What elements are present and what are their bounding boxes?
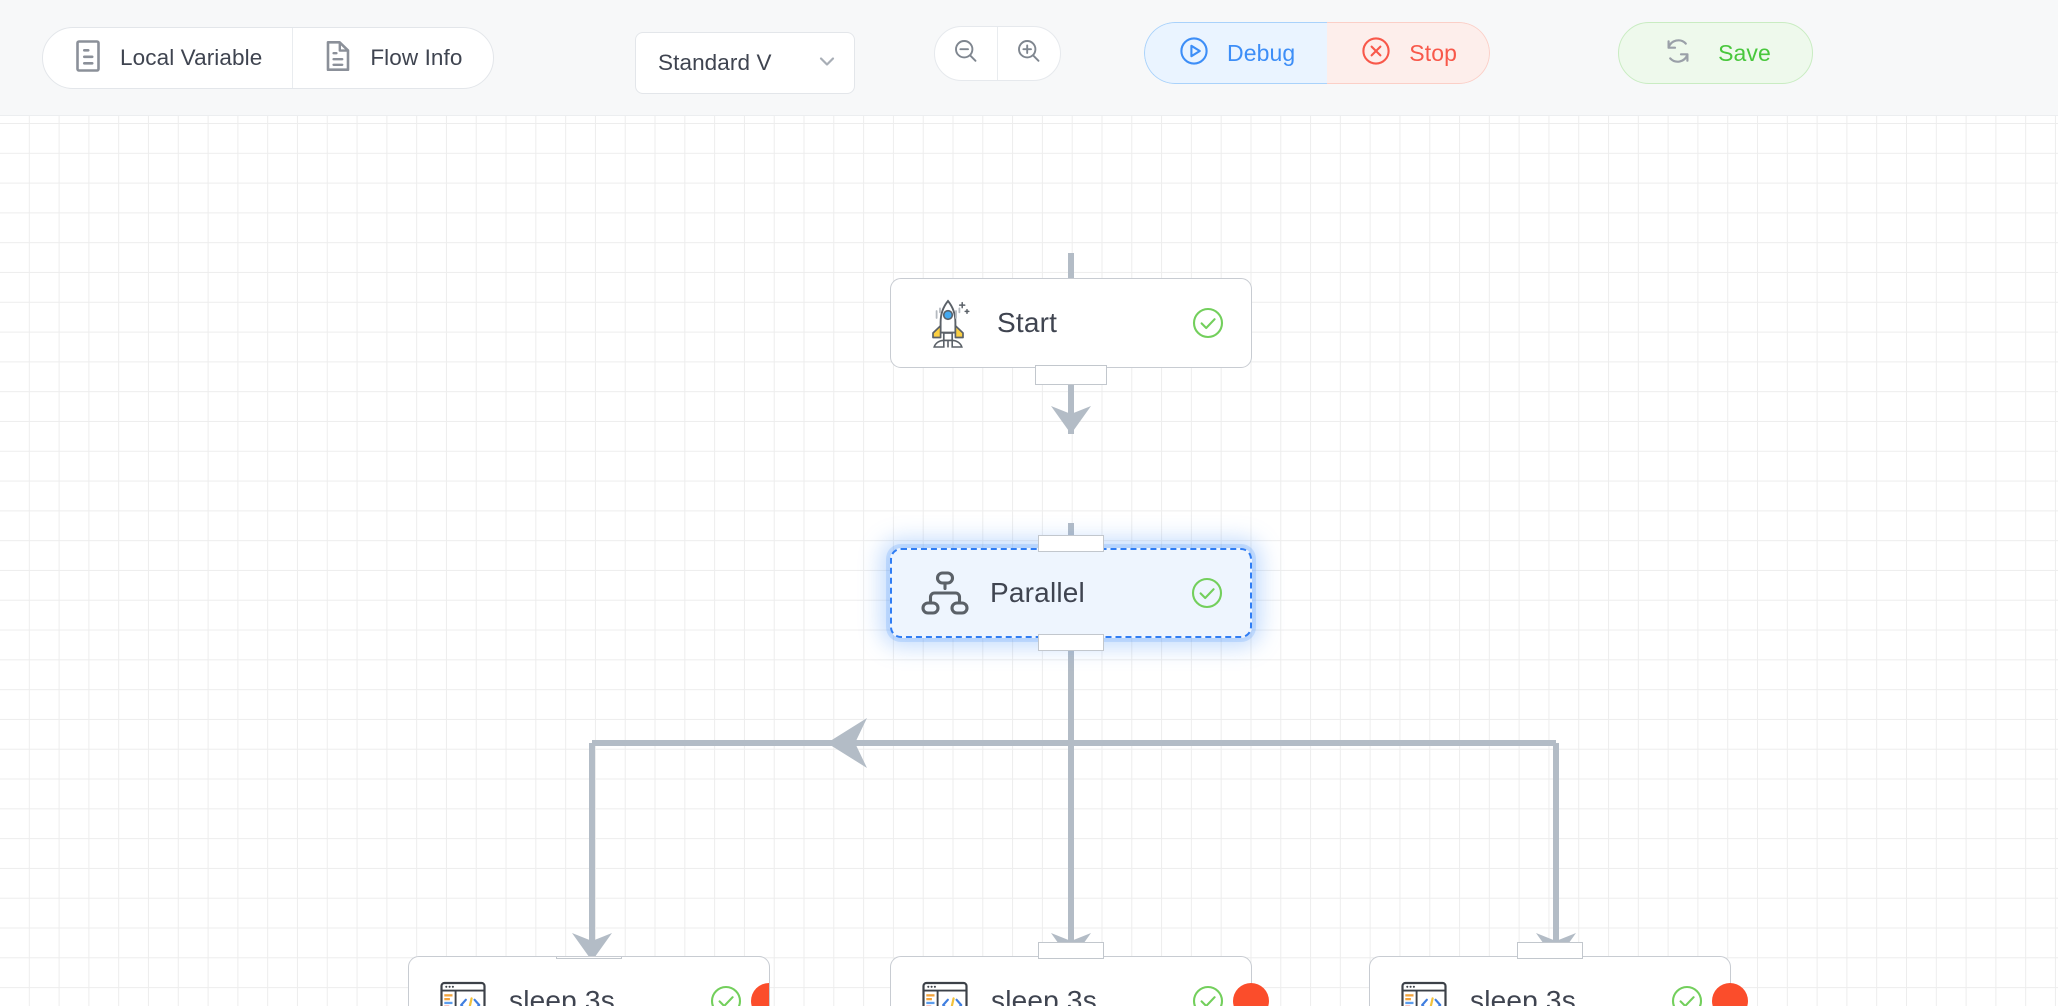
toolbar: Local Variable Flow Info Standard V	[0, 0, 2058, 116]
node-start-label: Start	[997, 307, 1058, 338]
rocket-icon	[917, 292, 979, 354]
stop-button[interactable]: Stop	[1327, 22, 1490, 84]
zoom-out-button[interactable]	[935, 27, 997, 80]
status-success-icon	[707, 982, 745, 1006]
flow-canvas[interactable]: Start Parallel	[0, 116, 2058, 1006]
flow-info-button[interactable]: Flow Info	[292, 28, 492, 88]
node-sleep-1-label: sleep 3s	[509, 985, 615, 1006]
flow-info-label: Flow Info	[370, 45, 463, 70]
close-circle-icon	[1359, 34, 1393, 73]
status-success-icon	[1189, 304, 1227, 342]
node-handle-top[interactable]	[1038, 535, 1104, 552]
debug-label: Debug	[1227, 39, 1296, 66]
node-handle-bottom[interactable]	[1038, 634, 1104, 651]
code-window-icon	[917, 973, 973, 1006]
file-info-icon	[323, 39, 353, 78]
run-controls: Debug Stop	[1144, 22, 1490, 84]
refresh-icon	[1660, 33, 1696, 74]
node-parallel-label: Parallel	[990, 577, 1085, 608]
status-success-icon	[1668, 982, 1706, 1006]
node-handle-top[interactable]	[1517, 942, 1583, 959]
view-mode-select[interactable]: Standard V	[635, 32, 855, 94]
node-parallel[interactable]: Parallel	[890, 535, 1252, 651]
tools-segmented-group: Local Variable Flow Info	[42, 27, 494, 89]
zoom-in-button[interactable]	[997, 27, 1060, 80]
code-window-icon	[1396, 973, 1452, 1006]
node-start[interactable]: Start	[890, 278, 1252, 385]
status-success-icon	[1188, 574, 1226, 612]
error-badge[interactable]	[1712, 983, 1748, 1006]
list-document-icon	[73, 39, 103, 78]
node-sleep-3-label: sleep 3s	[1470, 985, 1576, 1006]
zoom-out-icon	[952, 37, 980, 70]
node-handle-top[interactable]	[1038, 942, 1104, 959]
debug-button[interactable]: Debug	[1144, 22, 1328, 84]
sitemap-icon	[918, 566, 972, 620]
error-badge[interactable]	[1233, 983, 1269, 1006]
node-sleep-2[interactable]: sleep 3s	[890, 942, 1269, 1006]
error-badge[interactable]	[751, 983, 769, 1006]
status-success-icon	[1189, 982, 1227, 1006]
node-handle-bottom[interactable]	[1035, 365, 1107, 385]
code-window-icon	[435, 973, 491, 1006]
save-button[interactable]: Save	[1618, 22, 1813, 84]
stop-label: Stop	[1409, 39, 1457, 66]
node-sleep-1[interactable]: sleep 3s	[408, 956, 770, 1006]
node-handle-top[interactable]	[556, 957, 622, 959]
save-label: Save	[1718, 39, 1771, 66]
zoom-controls	[934, 26, 1061, 81]
chevron-down-icon	[814, 48, 840, 79]
node-sleep-2-label: sleep 3s	[991, 985, 1097, 1006]
view-mode-value: Standard V	[658, 50, 772, 75]
play-circle-icon	[1177, 34, 1211, 73]
node-sleep-3[interactable]: sleep 3s	[1369, 942, 1748, 1006]
zoom-in-icon	[1015, 37, 1043, 70]
local-variable-label: Local Variable	[120, 45, 263, 70]
local-variable-button[interactable]: Local Variable	[43, 28, 292, 88]
